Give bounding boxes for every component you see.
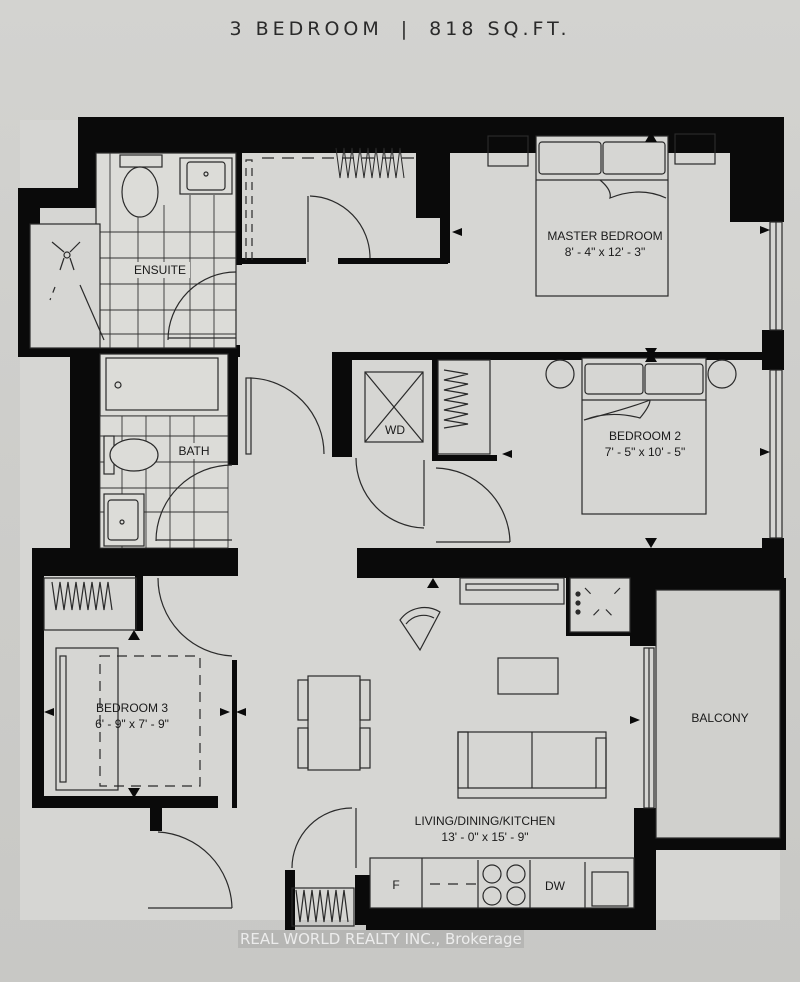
unit-type: 3 BEDROOM xyxy=(229,18,383,40)
room-name: BEDROOM 2 xyxy=(608,429,681,443)
dishwasher-label: DW xyxy=(545,879,565,893)
page-title: 3 BEDROOM | 818 SQ.FT. xyxy=(0,18,800,40)
room-dimensions: 13' - 0" x 15' - 9" xyxy=(441,830,529,844)
room-label-master-bedroom: MASTER BEDROOM 8' - 4" x 12' - 3" xyxy=(535,228,675,260)
room-label-living: LIVING/DINING/KITCHEN 13' - 0" x 15' - 9… xyxy=(400,813,570,845)
fridge-label: F xyxy=(392,878,400,892)
room-label-bedroom-3: BEDROOM 3 6' - 9" x 7' - 9" xyxy=(72,700,192,732)
room-dimensions: 7' - 5" x 10' - 5" xyxy=(604,445,686,459)
room-name: LIVING/DINING/KITCHEN xyxy=(414,814,556,828)
washer-dryer-label: WD xyxy=(385,423,405,437)
room-dimensions: 8' - 4" x 12' - 3" xyxy=(564,245,646,259)
room-label-bath: BATH xyxy=(172,443,216,459)
unit-area: 818 SQ.FT. xyxy=(429,18,571,40)
room-label-ensuite: ENSUITE xyxy=(130,262,190,278)
room-name: BEDROOM 3 xyxy=(95,701,168,715)
title-separator: | xyxy=(400,18,412,40)
brokerage-watermark: REAL WORLD REALTY INC., Brokerage xyxy=(238,930,524,948)
room-label-bedroom-2: BEDROOM 2 7' - 5" x 10' - 5" xyxy=(580,428,710,460)
room-dimensions: 6' - 9" x 7' - 9" xyxy=(95,717,169,731)
room-name: MASTER BEDROOM xyxy=(547,229,663,243)
room-label-balcony: BALCONY xyxy=(691,711,749,725)
